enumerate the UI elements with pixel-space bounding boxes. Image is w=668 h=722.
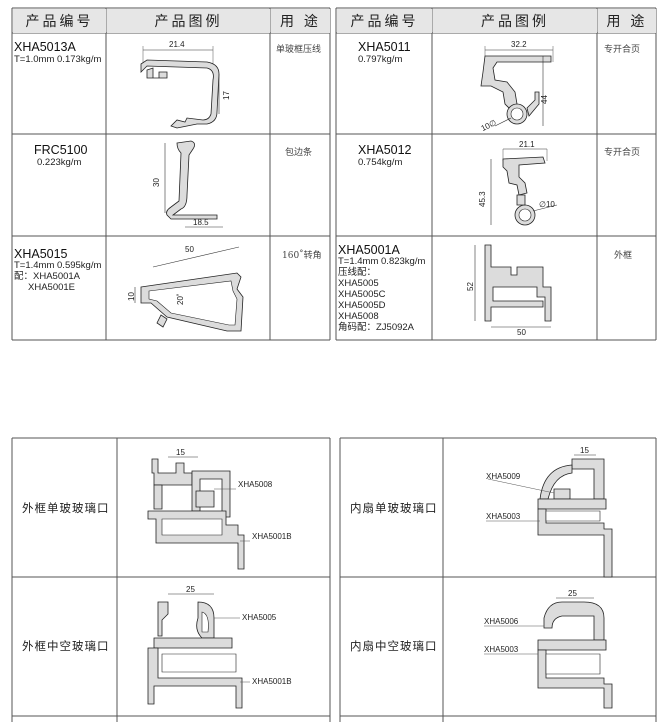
- product-code: XHA5011: [358, 40, 411, 54]
- label-part: XHA5003: [486, 512, 521, 521]
- product-spec: T=1.0mm 0.173kg/m: [14, 54, 102, 65]
- dim-height: 30: [152, 178, 161, 187]
- assembly-drawing-frame-insulated-glass: 25 XHA5005 XHA5001B: [147, 585, 292, 709]
- dim-width: 50: [517, 328, 526, 337]
- profile-drawing-xha5012: 21.1 45.3 ∅10: [478, 140, 558, 226]
- product-spec: XHA5008: [338, 311, 379, 322]
- product-spec: 角码配：ZJ5092A: [338, 322, 415, 333]
- product-usage: 专开合页: [604, 148, 641, 158]
- label-part: XHA5006: [484, 617, 519, 626]
- dim-glass-width: 25: [568, 589, 577, 598]
- product-usage: 160˚转角: [282, 251, 322, 261]
- label-part: XHA5003: [484, 645, 519, 654]
- dim-width: 18.5: [193, 218, 209, 227]
- product-spec: 压线配：: [338, 267, 377, 278]
- assembly-caption: 内扇单玻玻璃口: [350, 501, 438, 515]
- dim-diameter: ∅10: [539, 200, 555, 209]
- assembly-caption: 外框单玻玻璃口: [22, 501, 110, 515]
- product-spec: 0.754kg/m: [358, 157, 403, 168]
- header-usage-right: 用 途: [598, 9, 656, 33]
- profile-drawing-xha5001a: 52 50: [466, 244, 552, 337]
- dim-width: 21.4: [169, 40, 185, 49]
- assembly-caption: 外框中空玻璃口: [22, 639, 110, 653]
- header-product-drawing: 产品图例: [107, 9, 270, 33]
- header-product-code-right: 产品编号: [337, 9, 432, 33]
- product-code: XHA5013A: [14, 40, 76, 54]
- assembly-drawing-sash-insulated-glass: 25 XHA5006 XHA5003: [484, 589, 613, 709]
- product-spec: XHA5005: [338, 278, 379, 289]
- dim-height: 45.3: [478, 191, 487, 207]
- product-usage: 单玻框压线: [276, 45, 322, 55]
- dim-height: 44: [540, 95, 549, 104]
- assembly-drawing-sash-single-glass: 15 XHA5009 XHA5003: [486, 446, 613, 578]
- assembly-drawing-frame-single-glass: 15 XHA5008 XHA5001B: [147, 448, 292, 570]
- header-product-code: 产品编号: [13, 9, 106, 33]
- profile-drawing-frc5100: 30 18.5: [152, 140, 223, 228]
- label-part: XHA5009: [486, 472, 521, 481]
- label-part: XHA5005: [242, 613, 277, 622]
- product-code: XHA5001A: [338, 243, 400, 257]
- product-spec: XHA5005D: [338, 300, 386, 311]
- dim-angle: 20˚: [176, 293, 185, 305]
- product-usage: 专开合页: [604, 45, 641, 55]
- top-table-grid: [11, 7, 657, 341]
- product-spec: T=1.4mm 0.823kg/m: [338, 256, 426, 267]
- label-part: XHA5001B: [252, 532, 292, 541]
- dim-glass-width: 15: [580, 446, 589, 455]
- dim-width: 32.2: [511, 40, 527, 49]
- dim-width: 21.1: [519, 140, 535, 149]
- profile-drawing-xha5013a: 21.4 17: [140, 40, 231, 129]
- product-spec: 配：XHA5001A: [14, 271, 81, 282]
- product-spec: XHA5001E: [28, 282, 76, 293]
- product-usage: 包边条: [285, 148, 313, 158]
- assembly-caption: 内扇中空玻璃口: [350, 639, 438, 653]
- product-code: FRC5100: [34, 143, 88, 157]
- header-usage: 用 途: [271, 9, 330, 33]
- dim-height: 52: [466, 282, 475, 291]
- label-part: XHA5008: [238, 480, 273, 489]
- profile-drawing-xha5011: 32.2 44 10∅: [480, 40, 554, 133]
- product-code: XHA5012: [358, 143, 412, 157]
- profile-drawing-xha5015: 50 10 20˚: [127, 245, 244, 332]
- label-part: XHA5001B: [252, 677, 292, 686]
- dim-glass-width: 25: [186, 585, 195, 594]
- dim-length: 50: [185, 245, 194, 254]
- header-product-drawing-right: 产品图例: [433, 9, 597, 33]
- product-spec: 0.797kg/m: [358, 54, 403, 65]
- product-spec: 0.223kg/m: [37, 157, 82, 168]
- dim-height: 17: [222, 91, 231, 100]
- dim-thickness: 10: [127, 292, 136, 301]
- product-spec: T=1.4mm 0.595kg/m: [14, 260, 102, 271]
- product-usage: 外框: [614, 251, 633, 261]
- product-code: XHA5015: [14, 247, 68, 261]
- product-spec: XHA5005C: [338, 289, 386, 300]
- dim-glass-width: 15: [176, 448, 185, 457]
